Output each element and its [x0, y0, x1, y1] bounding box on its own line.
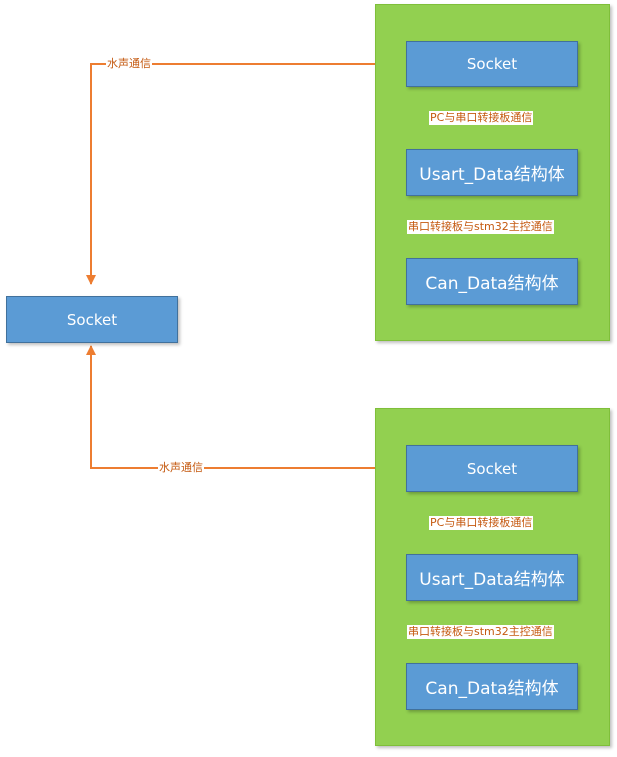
group2-usart-label: Usart_Data结构体 [419, 570, 565, 590]
top-link-line [86, 59, 405, 285]
group1-socket-label: Socket [466, 55, 518, 73]
group2-can-node[interactable]: Can_Data结构体 [406, 663, 578, 710]
group2-link2-label: 串口转接板与stm32主控通信 [407, 625, 554, 639]
group1-socket-node[interactable]: Socket [406, 41, 578, 87]
left-socket-node[interactable]: Socket [6, 296, 178, 343]
bottom-link-label: 水声通信 [158, 461, 204, 475]
left-socket-label: Socket [66, 310, 118, 329]
group2-socket-label: Socket [466, 459, 518, 478]
group1-can-label: Can_Data结构体 [425, 274, 559, 294]
group1-usart-node[interactable]: Usart_Data结构体 [406, 149, 578, 196]
group1-link2-label: 串口转接板与stm32主控通信 [407, 220, 554, 234]
group2-can-label: Can_Data结构体 [425, 679, 559, 699]
group1-link1-label: PC与串口转接板通信 [429, 111, 534, 125]
group1-can-node[interactable]: Can_Data结构体 [406, 258, 578, 305]
group1-usart-label: Usart_Data结构体 [419, 165, 565, 185]
group2-usart-node[interactable]: Usart_Data结构体 [406, 554, 578, 601]
top-link-label: 水声通信 [106, 57, 152, 71]
group2-link1-label: PC与串口转接板通信 [429, 516, 534, 530]
bottom-link-line [86, 345, 405, 473]
group2-socket-node[interactable]: Socket [406, 445, 578, 492]
